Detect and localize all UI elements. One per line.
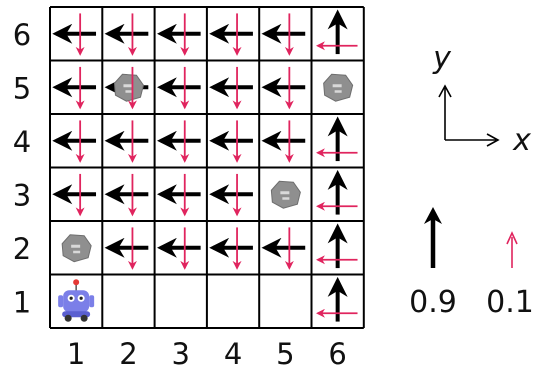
robot-pupil: [79, 296, 83, 300]
robot-icon: [58, 279, 95, 322]
rock-highlight: [332, 84, 342, 88]
x-axis-arrow-head: [486, 133, 500, 147]
robot-antenna-light: [73, 279, 80, 286]
grid-cell-2-2: [104, 227, 149, 270]
rock-highlight: [73, 250, 81, 254]
axes-legend: y x: [432, 41, 531, 158]
grid-cell-3-5: [156, 66, 201, 110]
grid-cell-4-3: [209, 173, 253, 217]
grid-cell-4-4: [209, 120, 253, 163]
x-tick-label: 5: [276, 337, 294, 369]
grid-cell-5-3: [270, 180, 301, 209]
rock-shape: [323, 73, 354, 102]
robot-wheel: [64, 314, 72, 322]
grid-cell-6-5: [323, 73, 354, 102]
rock-shape: [113, 73, 144, 102]
robot-wheel: [80, 314, 88, 322]
grid-cell-6-1: [315, 276, 358, 322]
x-tick-label: 3: [172, 337, 190, 369]
grid-cell-6-4: [315, 116, 358, 162]
probability-legend: 0.9 0.1: [409, 207, 534, 320]
x-axis-label: x: [512, 123, 531, 158]
grid-cell-1-2: [61, 234, 92, 263]
grid: [49, 6, 365, 329]
grid-cell-3-3: [156, 173, 201, 217]
grid-cell-3-2: [156, 227, 201, 270]
grid-cell-6-6: [315, 9, 358, 55]
robot-arm: [89, 295, 95, 308]
grid-cell-6-3: [315, 169, 358, 215]
x-tick-label: 2: [119, 337, 137, 369]
x-tick-label: 1: [67, 337, 85, 369]
grid-cell-3-4: [156, 120, 201, 163]
grid-cell-1-6: [52, 13, 97, 56]
rock-highlight: [71, 244, 81, 248]
minor-probability-label: 0.1: [486, 285, 534, 320]
grid-cells: [52, 9, 358, 322]
rock-icon: [61, 234, 92, 263]
rock-icon: [113, 73, 144, 102]
y-axis-label: y: [432, 41, 452, 76]
y-tick-label: 3: [13, 178, 31, 212]
grid-cell-4-5: [209, 66, 253, 110]
robot-body: [63, 290, 90, 313]
grid-cell-1-4: [52, 120, 97, 163]
y-tick-label: 6: [13, 18, 31, 52]
x-tick-label: 6: [328, 337, 346, 369]
rock-highlight: [123, 84, 133, 88]
rock-highlight: [125, 90, 133, 93]
y-tick-label: 2: [13, 232, 31, 266]
y-axis-arrow-head: [438, 84, 452, 98]
robot-pupil: [69, 296, 73, 300]
y-tick-label: 1: [13, 285, 31, 319]
grid-cell-2-4: [104, 120, 149, 163]
rock-icon: [323, 73, 354, 102]
grid-cell-2-3: [104, 173, 149, 217]
rock-shape: [61, 234, 92, 263]
grid-cell-1-1: [58, 279, 95, 322]
grid-tick-labels: 1 2 3 4 5 6 1 2 3 4 5 6: [13, 18, 347, 369]
grid-cell-5-2: [261, 227, 306, 270]
rock-highlight: [334, 90, 342, 93]
y-tick-label: 4: [13, 125, 31, 159]
grid-cell-4-6: [209, 13, 253, 56]
minor-arrow-sample-head: [506, 231, 518, 245]
grid-cell-6-2: [315, 223, 358, 269]
grid-cell-5-4: [261, 120, 306, 163]
grid-cell-2-6: [104, 13, 149, 56]
rock-shape: [270, 180, 301, 209]
grid-cell-1-5: [52, 66, 97, 110]
rock-icon: [270, 180, 301, 209]
major-arrow-sample-head: [424, 207, 442, 224]
grid-cell-5-6: [261, 13, 306, 56]
rock-highlight: [280, 191, 290, 195]
y-tick-label: 5: [13, 71, 31, 105]
grid-cell-1-3: [52, 173, 97, 217]
x-tick-label: 4: [224, 337, 242, 369]
grid-cell-3-6: [156, 13, 201, 56]
major-probability-label: 0.9: [409, 285, 457, 320]
grid-cell-4-2: [209, 227, 253, 270]
grid-cell-2-5: [104, 66, 149, 110]
rock-highlight: [282, 197, 290, 200]
grid-cell-5-5: [261, 66, 306, 110]
robot-arm: [58, 295, 64, 308]
